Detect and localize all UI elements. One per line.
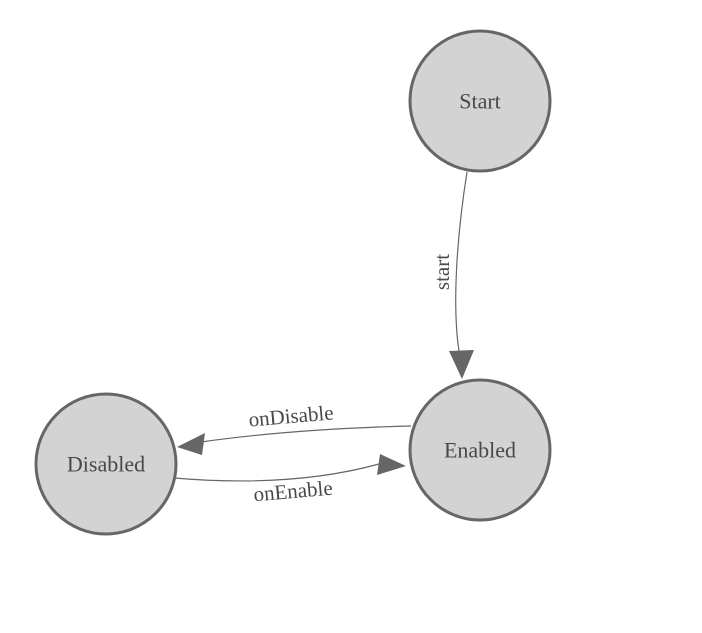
transition-onenable-line [173,463,380,482]
transition-start-line [455,171,468,352]
state-node-start-label: Start [459,89,501,114]
state-node-enabled-circle[interactable] [408,378,552,522]
state-node-disabled-label: Disabled [67,452,145,477]
state-node-start-circle[interactable] [408,29,552,173]
arrowhead-icon [377,454,406,475]
arrowhead-icon [177,433,205,455]
transition-onenable[interactable]: onEnable [173,454,406,506]
state-node-disabled-circle[interactable] [34,392,178,536]
state-node-enabled[interactable]: Enabled [408,378,552,522]
arrowhead-icon [449,350,474,379]
transition-ondisable-line [200,425,412,443]
transition-start[interactable]: start [430,171,474,379]
state-node-enabled-label: Enabled [444,438,516,463]
state-node-start[interactable]: Start [408,29,552,173]
state-node-disabled[interactable]: Disabled [34,392,178,536]
transition-ondisable-label: onDisable [248,400,335,431]
transition-ondisable[interactable]: onDisable [177,400,412,455]
transition-start-label: start [430,254,454,290]
